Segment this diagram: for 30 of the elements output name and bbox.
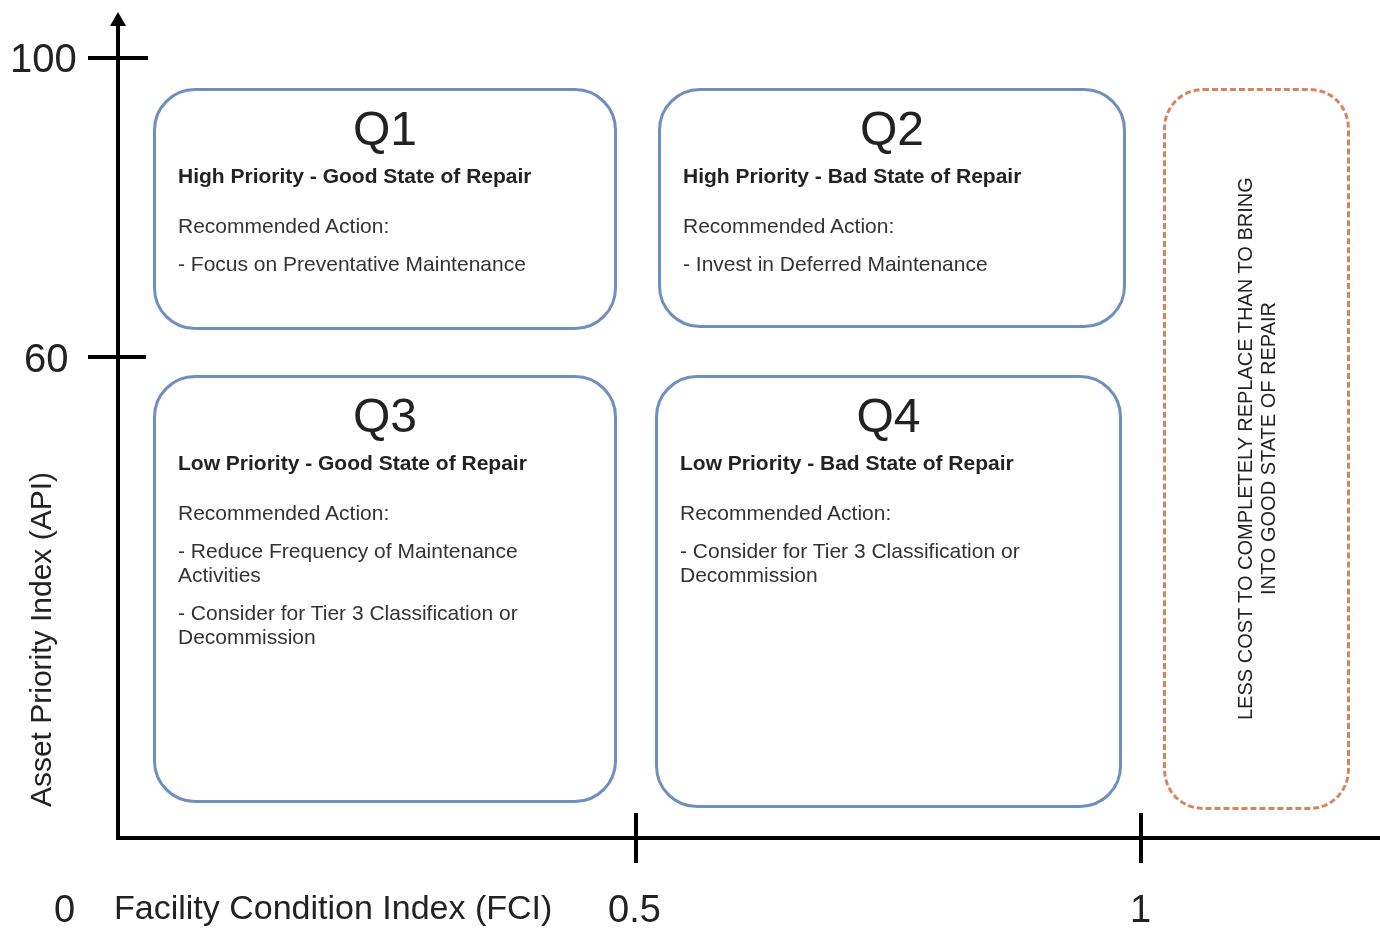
quadrant-box [655, 375, 1122, 808]
action-heading: Recommended Action: [178, 500, 391, 525]
quadrant-title: Q3 [352, 390, 418, 443]
axis-title: Facility Condition Index (FCI) [114, 888, 553, 927]
action-text: - Consider for Tier 3 Classification or Decommission [680, 538, 1021, 587]
action-heading: Recommended Action: [683, 213, 896, 238]
tick-label: 0.5 [608, 888, 661, 929]
action-text: - Invest in Deferred Maintenance [683, 251, 989, 276]
action-text: - Reduce Frequency of Maintenance Activities [178, 538, 519, 587]
tick-label: 100 [10, 36, 77, 81]
dashed-zone-box [1163, 88, 1350, 810]
quadrant-box [658, 88, 1126, 328]
tick-label: 60 [24, 336, 69, 381]
action-text: - Consider for Tier 3 Classification or Decommission [178, 600, 519, 649]
action-text: - Focus on Preventative Maintenance [178, 251, 527, 276]
quadrant-box [153, 375, 617, 803]
quadrant-heading: Low Priority - Good State of Repair [178, 450, 528, 475]
quadrant-title: Q1 [352, 103, 418, 156]
quadrant-title: Q2 [859, 103, 925, 156]
quadrant-box [153, 88, 617, 330]
action-heading: Recommended Action: [178, 213, 391, 238]
rotated-note: LESS COST TO COMPLETELY REPLACE THAN TO BRING INTO GOOD STATE OF REPAIR [1233, 176, 1280, 723]
quadrant-heading: High Priority - Good State of Repair [178, 163, 533, 188]
tick-label: 0 [54, 888, 76, 929]
quadrant-heading: High Priority - Bad State of Repair [683, 163, 1023, 188]
quadrant-heading: Low Priority - Bad State of Repair [680, 450, 1015, 475]
action-heading: Recommended Action: [680, 500, 893, 525]
axis-title: Asset Priority Index (API) [24, 472, 58, 808]
quadrant-title: Q4 [855, 390, 922, 443]
tick-label: 1 [1130, 888, 1152, 929]
